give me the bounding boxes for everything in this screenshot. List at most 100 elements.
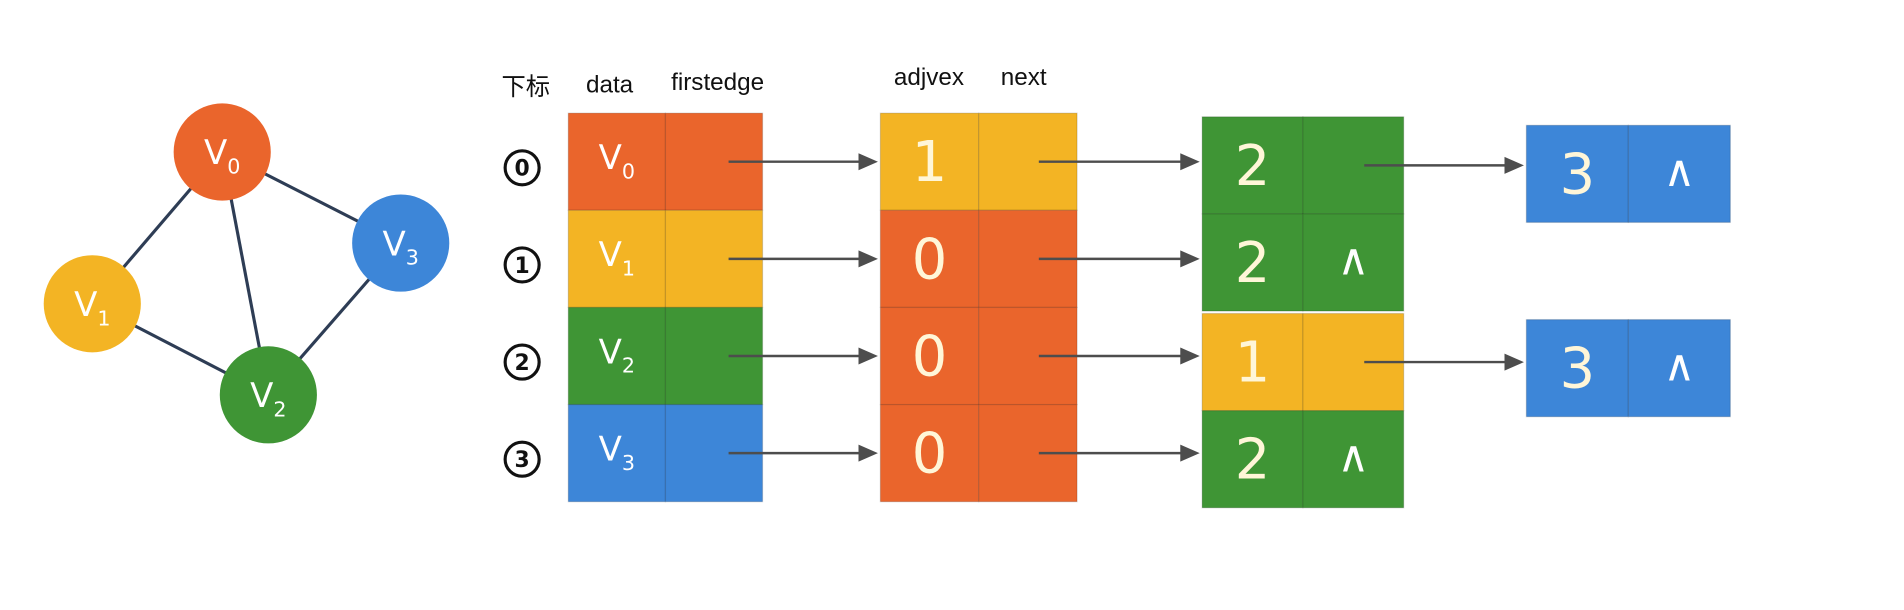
index-circle: [503, 440, 541, 478]
vertex-subscript: 2: [622, 354, 635, 378]
header-data: data: [586, 72, 634, 99]
index-badge: 1: [503, 246, 541, 284]
vertex-letter: V: [599, 332, 622, 372]
pointer-arrow-r0-n1: [1038, 153, 1200, 171]
arrow-head: [858, 153, 878, 171]
vertex-letter: V: [599, 138, 622, 178]
adjvex-cell: [1201, 312, 1304, 412]
data-cell: [567, 209, 667, 309]
vertex-subscript: 1: [97, 306, 110, 330]
index-circle: [503, 246, 541, 284]
next-cell: [1627, 124, 1731, 224]
pointer-arrow-r0-n2: [1364, 156, 1524, 174]
adjvex-value: 0: [912, 227, 948, 292]
graph-vertex-0: V0: [173, 103, 271, 201]
vertex-circle: [219, 346, 317, 444]
pointer-arrow-r1-n1: [1038, 250, 1200, 268]
adjvex-value: 3: [1560, 337, 1596, 402]
arrow-head: [1180, 444, 1200, 462]
vertex-subscript: 0: [227, 155, 240, 179]
arrow-head: [858, 444, 878, 462]
vertex-letter: V: [599, 430, 622, 470]
vertex-letter: V: [599, 235, 622, 275]
graph-vertex-3: V3: [352, 194, 450, 292]
vertex-label: V3: [383, 224, 419, 269]
pointer-arrow-r1-n0: [728, 250, 878, 268]
edge-node-r2-n1: 1: [1201, 312, 1405, 412]
next-cell: [1627, 318, 1731, 418]
arrow-head: [1504, 353, 1524, 371]
arrow-head: [1180, 347, 1200, 365]
vertex-subscript: 0: [622, 159, 635, 183]
index-digit: 3: [515, 448, 530, 473]
pointer-arrow-r3-n1: [1038, 444, 1200, 462]
vertex-label: V2: [250, 376, 286, 421]
index-digit: 0: [515, 157, 530, 182]
index-digit: 2: [515, 351, 530, 376]
header-adjvex: adjvex: [894, 64, 964, 91]
adjvex-value: 2: [1235, 231, 1271, 296]
data-cell-label: V0: [599, 138, 635, 183]
adjvex-value: 1: [912, 130, 948, 195]
pointer-arrows: [728, 153, 1524, 462]
next-cell: [1302, 410, 1405, 509]
vertex-letter: V: [74, 285, 97, 325]
data-cell: [567, 403, 667, 503]
vertex-subscript: 2: [273, 397, 286, 421]
header-firstedge: firstedge: [671, 69, 764, 96]
arrow-head: [858, 347, 878, 365]
adjvex-cell: [1201, 213, 1304, 312]
vertex-circle: [352, 194, 450, 292]
data-cell-label: V1: [599, 235, 635, 280]
edge-node-r0-n1: 2: [1201, 116, 1405, 215]
index-digit: 1: [515, 254, 530, 279]
vertex-subscript: 3: [406, 246, 419, 270]
next-cell: [1302, 213, 1405, 312]
adjvex-cell: [879, 112, 980, 211]
adjvex-cell: [1525, 124, 1629, 224]
vertex-letter: V: [250, 376, 273, 416]
null-pointer-symbol: ∧: [1337, 431, 1369, 482]
header-next: next: [1001, 64, 1047, 91]
adjvex-value: 1: [1235, 331, 1271, 396]
index-badge: 3: [503, 440, 541, 478]
edge-node-r3-n0: 0: [879, 403, 1078, 503]
adjvex-cell: [1525, 318, 1629, 418]
index-circle: [503, 343, 541, 381]
graph-vertex-1: V1: [43, 255, 141, 353]
edge-node-r0-n2: 3∧: [1525, 124, 1731, 224]
header-index: 下标: [502, 74, 551, 101]
adjvex-value: 2: [1235, 428, 1271, 493]
index-badge: 0: [503, 149, 541, 187]
arrow-head: [858, 250, 878, 268]
adjvex-value: 2: [1235, 134, 1271, 199]
vertex-letter: V: [383, 224, 406, 264]
vertex-subscript: 3: [622, 451, 635, 475]
edge-node-r1-n1: 2∧: [1201, 213, 1405, 312]
null-pointer-symbol: ∧: [1663, 340, 1695, 391]
pointer-arrow-r0-n0: [728, 153, 878, 171]
data-cell-label: V2: [599, 332, 635, 377]
edge-node-r2-n2: 3∧: [1525, 318, 1731, 418]
vertex-subscript: 1: [622, 257, 635, 281]
arrow-head: [1180, 250, 1200, 268]
index-badge: 2: [503, 343, 541, 381]
vertex-label: V0: [204, 133, 240, 178]
adjvex-value: 0: [912, 422, 948, 487]
vertex-circle: [173, 103, 271, 201]
adjvex-value: 3: [1560, 142, 1596, 207]
pointer-arrow-r2-n2: [1364, 353, 1524, 371]
pointer-arrow-r3-n0: [728, 444, 878, 462]
data-cell: [567, 306, 667, 406]
vertex-circle: [43, 255, 141, 353]
edge-node-r3-n1: 2∧: [1201, 410, 1405, 509]
data-cell-label: V3: [599, 430, 635, 475]
